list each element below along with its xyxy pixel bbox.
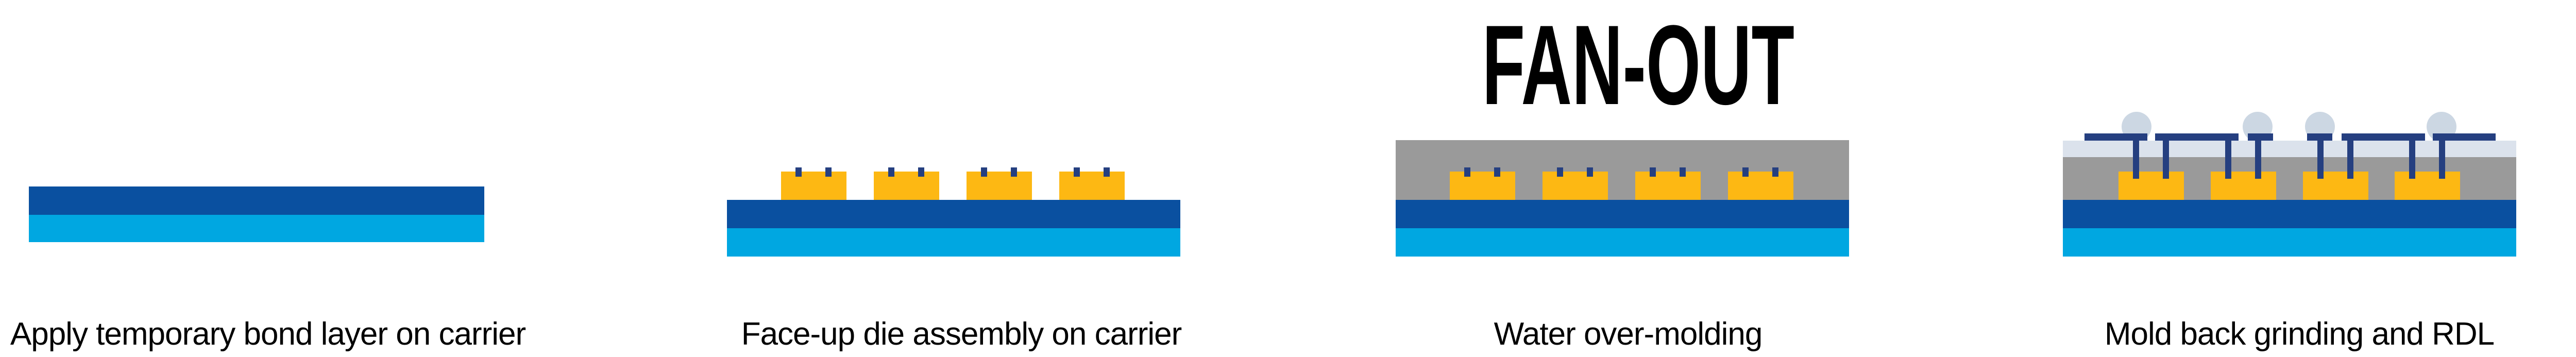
stage-caption: Face-up die assembly on carrier (741, 316, 1182, 352)
die (2211, 172, 2276, 200)
die-pad (918, 167, 924, 177)
carrier (727, 228, 1180, 257)
die (874, 172, 939, 200)
via-pin (2133, 133, 2139, 179)
die (967, 172, 1032, 200)
stage-caption: Mold back grinding and RDL (2104, 316, 2495, 352)
die (1059, 172, 1125, 200)
die (1635, 172, 1701, 200)
via-pin (2439, 133, 2445, 179)
via-pin (2347, 133, 2353, 179)
die-pad (1557, 167, 1563, 177)
die (2119, 172, 2184, 200)
carrier (2063, 228, 2516, 257)
via-pin (2163, 133, 2169, 179)
via-pin (2255, 133, 2261, 179)
die-pad (981, 167, 987, 177)
rdl-trace (2342, 133, 2425, 141)
rdl-trace (2433, 133, 2496, 141)
die (2395, 172, 2460, 200)
die (1543, 172, 1608, 200)
die-pad (1074, 167, 1080, 177)
carrier (1396, 228, 1849, 257)
die-pad (1494, 167, 1500, 177)
die (2303, 172, 2368, 200)
via-pin (2409, 133, 2415, 179)
bond-layer (29, 186, 484, 215)
die-pad (1650, 167, 1656, 177)
rdl-trace (2084, 133, 2147, 141)
die-pad (795, 167, 802, 177)
stage-caption: Apply temporary bond layer on carrier (10, 316, 526, 352)
die-pad (1772, 167, 1778, 177)
via-pin (2225, 133, 2231, 179)
die-pad (888, 167, 894, 177)
die-pad (1742, 167, 1749, 177)
die-pad (825, 167, 832, 177)
die-pad (1104, 167, 1110, 177)
bond-layer (727, 200, 1180, 228)
die-pad (1587, 167, 1593, 177)
page-title: FAN-OUT (1381, 8, 1896, 122)
via-pin (2317, 133, 2324, 179)
die-pad (1011, 167, 1017, 177)
die (1450, 172, 1515, 200)
stage-caption: Water over-molding (1494, 316, 1763, 352)
die-pad (1680, 167, 1686, 177)
page-title-text: FAN-OUT (1482, 2, 1795, 128)
die (781, 172, 846, 200)
die (1728, 172, 1793, 200)
carrier (29, 215, 484, 242)
die-pad (1464, 167, 1470, 177)
bond-layer (1396, 200, 1849, 228)
rdl-trace (2155, 133, 2239, 141)
bond-layer (2063, 200, 2516, 228)
